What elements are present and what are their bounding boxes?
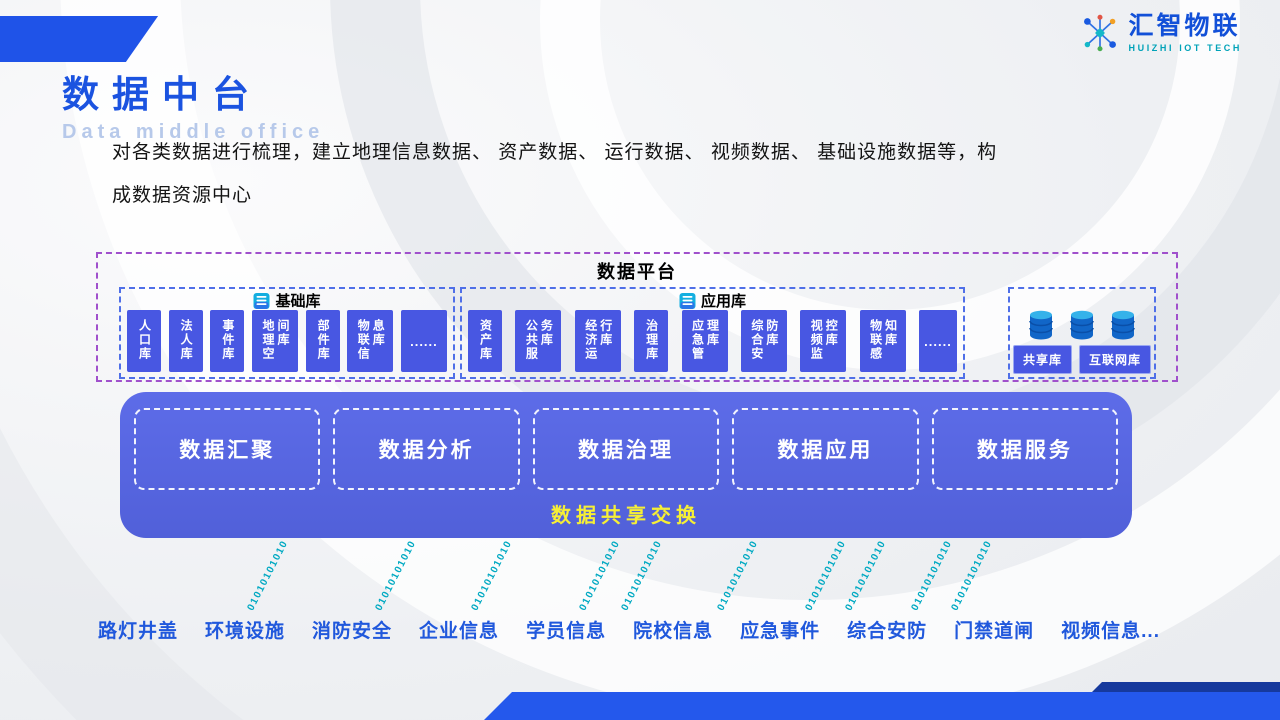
data-source-label: 应急事件 — [740, 621, 821, 642]
data-exchange-label: 数据共享交换 — [551, 505, 701, 527]
db-box: 事件库 — [210, 310, 245, 372]
page-title: 数据中台 — [62, 74, 262, 115]
data-source-label: 院校信息 — [633, 621, 714, 642]
database-cylinder-icon — [1029, 310, 1053, 340]
database-icon — [678, 292, 695, 309]
logo-tagline: HUIZHI IOT TECH — [1128, 42, 1242, 53]
base-library-label-text: 基础库 — [275, 293, 321, 310]
db-box: 物联感知库 — [859, 310, 906, 372]
app-library-items: 资产库 公共服务库 经济运行库 治理库 应急管理库 综合安防库 视频监控库 物联… — [468, 310, 957, 372]
binary-stream: 01010101010 — [469, 538, 515, 613]
db-box: 法人库 — [168, 310, 203, 372]
process-box: 数据治理 — [532, 408, 720, 490]
process-box: 数据汇聚 — [134, 408, 321, 490]
db-box: 地理空间库 — [251, 310, 298, 372]
binary-stream: 01010101010 — [843, 538, 889, 613]
db-box: 物联信息库 — [347, 310, 394, 372]
binary-stream: 01010101010 — [245, 538, 291, 613]
data-source-label: 视频信息... — [1061, 621, 1160, 642]
app-library-label-text: 应用库 — [700, 293, 747, 310]
description-line-2: 成数据资源中心 — [112, 184, 253, 206]
binary-stream: 01010101010 — [619, 538, 665, 613]
data-source-label: 门禁道闸 — [954, 621, 1035, 642]
db-box: 视频监控库 — [800, 310, 847, 372]
data-source-label: 学员信息 — [526, 621, 607, 642]
data-source-label: 企业信息 — [419, 621, 500, 642]
binary-stream: 01010101010 — [373, 538, 419, 613]
base-library-label: 基础库 — [253, 290, 321, 311]
binary-stream: 01010101010 — [949, 538, 995, 613]
share-library-group: 共享库 互联网库 — [1008, 287, 1156, 379]
process-box: 数据服务 — [931, 408, 1119, 490]
db-box: 公共服务库 — [515, 310, 562, 372]
db-box: 部件库 — [305, 310, 340, 372]
app-library-label: 应用库 — [678, 290, 747, 311]
description-text: 对各类数据进行梳理，建立地理信息数据、 资产数据、 运行数据、 视频数据、 基础… — [112, 132, 1182, 218]
db-box-ellipsis: ...... — [919, 310, 957, 372]
process-box: 数据分析 — [333, 408, 520, 490]
page-subtitle: Data middle office — [62, 121, 325, 143]
base-library-group: 基础库 人口库 法人库 事件库 地理空间库 部件库 物联信息库 ...... — [119, 287, 455, 379]
app-library-group: 应用库 资产库 公共服务库 经济运行库 治理库 应急管理库 综合安防库 视频监控… — [460, 287, 965, 379]
db-box-ellipsis: ...... — [400, 310, 447, 372]
logo-name: 汇智物联 — [1128, 12, 1241, 41]
logo: 汇智物联 HUIZHI IOT TECH — [1079, 12, 1243, 54]
logo-icon — [1083, 14, 1116, 52]
process-box: 数据应用 — [732, 408, 919, 490]
data-source-labels: 路灯井盖 环境设施 消防安全 企业信息 学员信息 院校信息 应急事件 综合安防 … — [98, 616, 1160, 643]
title-block: 数据中台 Data middle office — [62, 64, 324, 144]
database-cylinders — [1010, 310, 1154, 340]
share-library-items: 共享库 互联网库 — [1010, 345, 1154, 374]
share-box: 共享库 — [1012, 345, 1072, 374]
data-process-panel: 数据汇聚 数据分析 数据治理 数据应用 数据服务 数据共享交换 — [120, 392, 1132, 538]
db-box: 治理库 — [634, 310, 669, 372]
data-source-label: 消防安全 — [312, 621, 393, 642]
database-cylinder-icon — [1111, 310, 1135, 340]
binary-stream: 01010101010 — [715, 538, 761, 613]
share-box: 互联网库 — [1079, 345, 1152, 374]
db-box: 人口库 — [127, 310, 161, 372]
base-library-items: 人口库 法人库 事件库 地理空间库 部件库 物联信息库 ...... — [127, 310, 447, 372]
logo-text: 汇智物联 HUIZHI IOT TECH — [1129, 13, 1243, 53]
data-source-label: 综合安防 — [847, 621, 928, 642]
db-box: 应急管理库 — [681, 310, 728, 372]
data-source-label: 路灯井盖 — [98, 621, 179, 642]
bottom-right-accent-band — [484, 692, 1280, 720]
db-box: 经济运行库 — [574, 310, 621, 372]
process-row: 数据汇聚 数据分析 数据治理 数据应用 数据服务 — [134, 408, 1119, 490]
binary-stream: 01010101010 — [577, 538, 623, 613]
database-icon — [253, 292, 270, 309]
platform-title: 数据平台 — [597, 262, 677, 282]
data-platform-panel: 数据平台 基础库 人口库 法人库 事件库 地理空间库 部件库 物联信息库 — [96, 252, 1178, 382]
data-source-label: 环境设施 — [205, 621, 286, 642]
db-box: 资产库 — [468, 310, 502, 372]
database-cylinder-icon — [1070, 310, 1094, 340]
description-line-1: 对各类数据进行梳理，建立地理信息数据、 资产数据、 运行数据、 视频数据、 基础… — [112, 142, 998, 163]
db-box: 综合安防库 — [740, 310, 787, 372]
top-left-accent-shape — [0, 16, 159, 62]
